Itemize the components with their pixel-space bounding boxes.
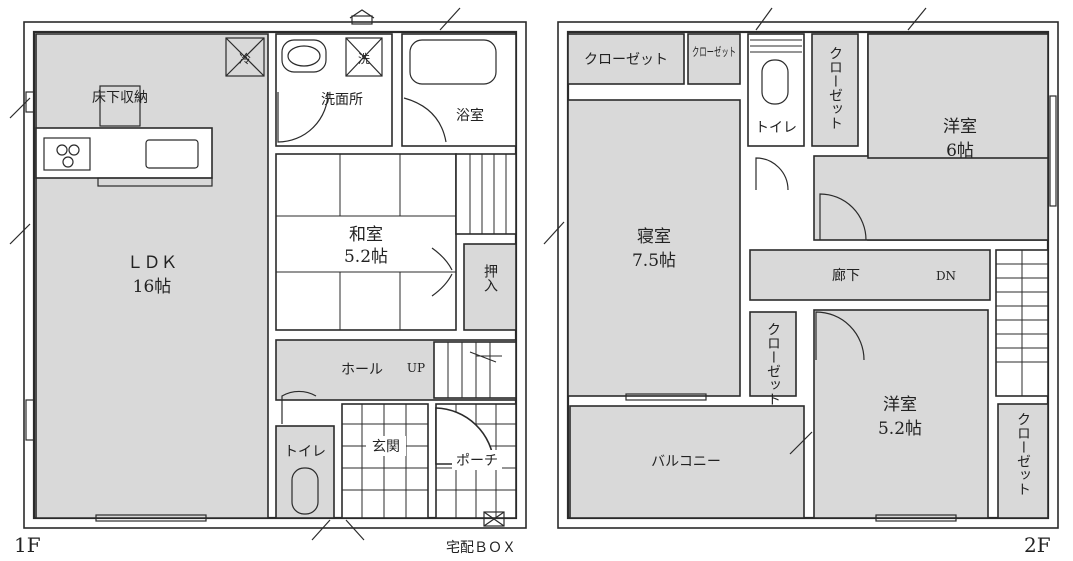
kitchen-sink — [145, 139, 199, 169]
oshiire-room — [463, 243, 517, 331]
closet-4-label: クローゼット — [765, 322, 781, 406]
stairs-upper — [455, 153, 517, 235]
entry-mark — [345, 519, 365, 541]
closet-4 — [749, 311, 797, 397]
underfloor-storage — [99, 85, 141, 127]
bedroom-room — [567, 99, 741, 397]
western-1-lower — [813, 155, 1049, 241]
western-2-door-icon — [815, 311, 865, 361]
toilet-door-icon — [281, 390, 317, 424]
closet-2-label: クローゼット — [692, 45, 736, 59]
balcony-label: バルコニー — [651, 454, 721, 470]
washitsu-door-icon — [431, 247, 453, 297]
closet-5 — [997, 403, 1049, 519]
washroom-door-icon — [277, 91, 329, 143]
dn-label: DN — [936, 269, 956, 283]
bedroom-size-label: 7.5帖 — [632, 251, 676, 271]
ldk-name-label: ＬＤＫ — [127, 253, 178, 273]
oshiire-label: 押入 — [482, 264, 498, 292]
western-1-door-icon — [819, 193, 867, 241]
window-ldk-side-lower — [25, 399, 35, 441]
ldk-size-label: 16帖 — [133, 277, 172, 297]
entry-mark — [907, 7, 927, 31]
closet-1-label: クローゼット — [584, 52, 668, 68]
up-label: UP — [407, 361, 425, 375]
tatami-grid — [276, 154, 456, 330]
window-western-2 — [875, 514, 957, 522]
hall-label: ホール — [341, 362, 383, 378]
western-2-size-label: 5.2帖 — [878, 419, 922, 439]
bath-label: 浴室 — [456, 107, 484, 124]
entry-mark — [755, 7, 773, 31]
genkan-room — [341, 403, 429, 519]
floor-1-plan: 床下収納 冷 ＬＤＫ 16帖 洗 洗面所 浴室 和室 5.2帖 — [9, 7, 527, 557]
delivery-box-icon — [483, 511, 505, 527]
washer-space — [345, 37, 383, 77]
entry-mark — [9, 97, 31, 119]
bathtub — [409, 39, 497, 85]
washitsu-name-label: 和室 — [349, 225, 383, 245]
floor-2-plan: クローゼット クローゼット 寝室 7.5帖 トイレ クローゼット 洋室 6帖 廊… — [543, 7, 1059, 557]
washitsu-size-label: 5.2帖 — [344, 247, 388, 267]
fridge-space — [225, 37, 265, 77]
washroom-label: 洗面所 — [321, 92, 363, 108]
basin-bowl — [287, 45, 321, 67]
toilet-2f-fixture — [761, 59, 789, 105]
toilet-1f-label: トイレ — [284, 444, 326, 460]
bedroom-name-label: 寝室 — [637, 226, 671, 247]
counter-edge — [97, 177, 213, 187]
bath-door-icon — [403, 97, 447, 143]
toilet-1f-fixture — [291, 467, 319, 515]
vent-top — [351, 15, 373, 25]
closet-3 — [811, 33, 859, 147]
genkan-tiles — [342, 404, 428, 518]
entry-mark — [9, 223, 31, 245]
western-1-upper — [867, 33, 1049, 159]
washitsu-room — [275, 153, 457, 331]
stairs-lower — [433, 341, 517, 399]
porch-label: ポーチ — [456, 453, 498, 469]
closet-3-label: クローゼット — [827, 46, 843, 130]
burner-icon — [62, 156, 74, 168]
washer-label: 洗 — [358, 52, 370, 66]
wash-basin — [281, 39, 327, 73]
bath-room — [401, 33, 517, 147]
closet-2 — [687, 33, 741, 85]
ldk-room — [35, 33, 269, 519]
corridor-label: 廊下 — [832, 267, 860, 284]
stove — [43, 137, 91, 171]
window-western-1 — [1049, 95, 1057, 207]
underfloor-label: 床下収納 — [92, 90, 148, 106]
entry-mark — [311, 519, 331, 541]
closet-1 — [567, 33, 685, 85]
western-1-name-label: 洋室 — [943, 117, 977, 137]
western-2-room — [813, 309, 989, 519]
closet-5-label: クローゼット — [1015, 412, 1031, 496]
genkan-label: 玄関 — [372, 438, 400, 455]
toilet-1f-room — [275, 425, 335, 519]
bedroom-door-icon — [755, 157, 789, 191]
burner-icon — [68, 144, 80, 156]
balcony — [569, 405, 805, 519]
floor-2-label: 2F — [1024, 533, 1051, 557]
toilet-2f-label: トイレ — [755, 120, 797, 136]
western-2-name-label: 洋室 — [883, 395, 917, 415]
entry-mark — [789, 431, 813, 455]
entry-mark — [439, 7, 461, 31]
window-bedroom — [625, 393, 707, 401]
floor-1-label: 1F — [14, 533, 41, 557]
delivery-box-label: 宅配ＢＯＸ — [446, 540, 516, 556]
western-1-size-label: 6帖 — [946, 141, 974, 161]
washroom-room — [275, 33, 393, 147]
window-ldk-bottom — [95, 514, 207, 522]
corridor — [749, 249, 991, 301]
vent-arrow-icon — [349, 9, 375, 19]
burner-icon — [56, 144, 68, 156]
fridge-label: 冷 — [239, 52, 251, 66]
entry-mark — [543, 221, 565, 245]
toilet-2f-room — [747, 33, 805, 147]
